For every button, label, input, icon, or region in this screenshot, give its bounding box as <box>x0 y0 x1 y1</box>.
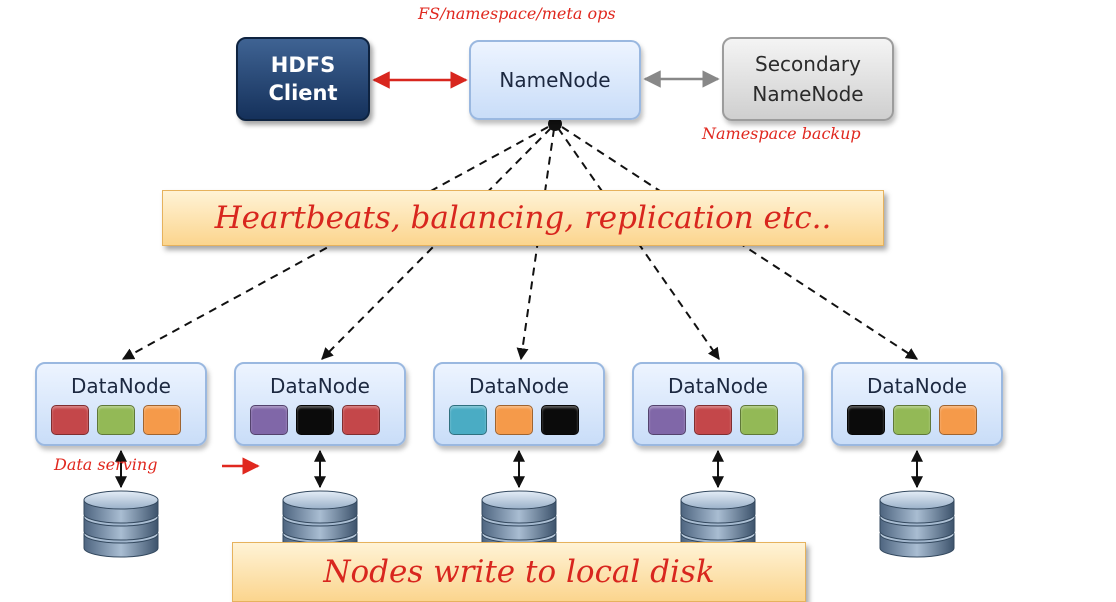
namenode-hub <box>548 117 562 131</box>
local-disk-banner: Nodes write to local disk <box>232 542 806 602</box>
data-block-red <box>51 405 89 435</box>
heartbeat-line-2 <box>321 127 552 360</box>
data-block-black <box>541 405 579 435</box>
data-block-black <box>847 405 885 435</box>
datanode-label: DataNode <box>867 374 967 398</box>
datanode-label: DataNode <box>668 374 768 398</box>
namenode-box: NameNode <box>469 40 641 120</box>
heartbeats-banner: Heartbeats, balancing, replication etc.. <box>162 190 884 246</box>
data-block-red <box>342 405 380 435</box>
hdfs-client-box: HDFS Client <box>236 37 370 121</box>
datanode-label: DataNode <box>469 374 569 398</box>
datanode-box: DataNode <box>35 362 207 446</box>
data-block-teal <box>449 405 487 435</box>
secondary-namenode-box: Secondary NameNode <box>722 37 894 121</box>
fs-ops-label: FS/namespace/meta ops <box>418 4 616 23</box>
data-block-orange <box>939 405 977 435</box>
datanode-blocks <box>250 405 380 435</box>
data-block-orange <box>495 405 533 435</box>
datanode-blocks <box>847 405 977 435</box>
hdfs-client-line2: Client <box>268 81 338 105</box>
data-block-green <box>97 405 135 435</box>
namenode-label: NameNode <box>499 68 611 92</box>
datanode-box: DataNode <box>831 362 1003 446</box>
datanode-blocks <box>648 405 778 435</box>
data-block-black <box>296 405 334 435</box>
hdfs-client-line1: HDFS <box>270 53 336 77</box>
data-block-purple <box>648 405 686 435</box>
data-block-purple <box>250 405 288 435</box>
datanode-label: DataNode <box>270 374 370 398</box>
datanode-box: DataNode <box>632 362 804 446</box>
datanode-box: DataNode <box>234 362 406 446</box>
data-block-green <box>740 405 778 435</box>
datanode-label: DataNode <box>71 374 171 398</box>
data-block-orange <box>143 405 181 435</box>
data-block-green <box>893 405 931 435</box>
namespace-backup-label: Namespace backup <box>702 124 861 143</box>
local-disk-icon <box>83 490 159 558</box>
data-serving-label: Data serving <box>54 455 158 474</box>
hdfs-architecture-diagram: FS/namespace/meta ops HDFS Client NameNo… <box>35 4 1003 602</box>
secondary-namenode-line2: NameNode <box>752 82 864 106</box>
secondary-namenode-line1: Secondary <box>755 52 861 76</box>
datanode-blocks <box>449 405 579 435</box>
local-disk-icon <box>879 490 955 558</box>
datanode-blocks <box>51 405 181 435</box>
datanode-box: DataNode <box>433 362 605 446</box>
data-block-red <box>694 405 732 435</box>
